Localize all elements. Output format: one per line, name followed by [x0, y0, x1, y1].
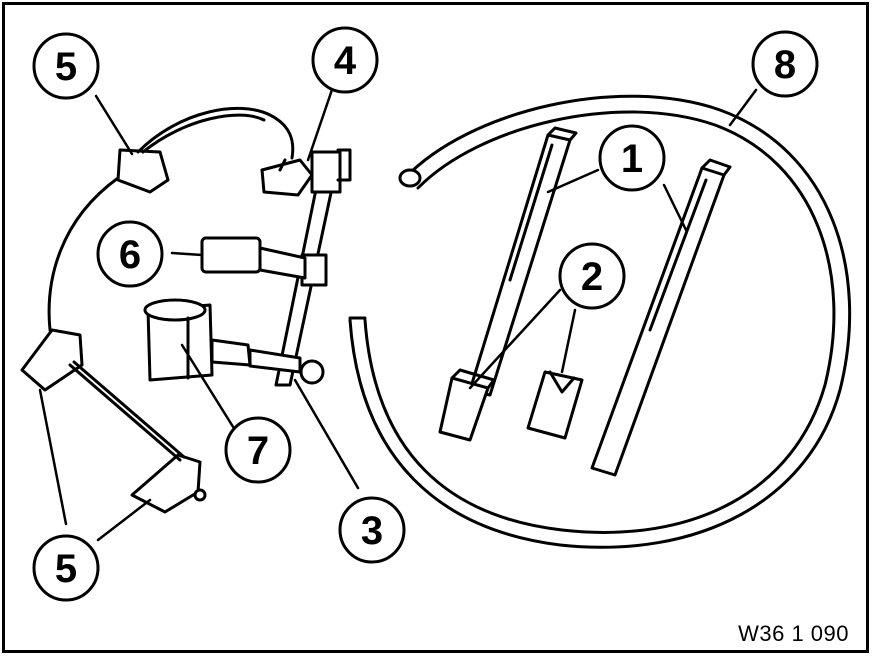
callout-5-bottom-label: 5	[55, 547, 77, 591]
nozzle-part-5-lower-left	[20, 176, 120, 392]
callout-3-label: 3	[361, 509, 383, 553]
callout-1-label: 1	[621, 137, 643, 181]
clip-part-4	[260, 158, 314, 197]
callout-8-circle	[751, 30, 819, 98]
leader-lines	[38, 76, 758, 542]
hose-part-8	[348, 94, 852, 549]
callout-6-label: 6	[119, 233, 141, 277]
callout-5-top-label: 5	[55, 45, 77, 89]
callout-8-label: 8	[774, 43, 796, 87]
callout-2-label: 2	[581, 255, 603, 299]
callout-5-top-circle	[32, 32, 100, 100]
connector-rod-part-3	[274, 148, 352, 387]
callout-4-circle	[311, 26, 379, 94]
callout-6-circle	[96, 220, 164, 288]
figure-code: W36 1 090	[738, 621, 849, 646]
end-cap-part-2-right	[526, 370, 584, 440]
callout-2-circle	[558, 242, 626, 310]
strip-part-1-right	[590, 158, 732, 477]
nozzle-part-5-top	[116, 106, 295, 194]
pump-part-7	[143, 298, 302, 382]
callout-4-label: 4	[334, 39, 357, 83]
callout-5-bottom-circle	[32, 534, 100, 602]
end-cap-part-2-left	[438, 368, 496, 442]
strip-part-1-left	[468, 126, 578, 397]
callout-7-label: 7	[247, 429, 269, 473]
connector-part-6	[200, 236, 307, 280]
callout-1-circle	[598, 124, 666, 192]
callout-3-circle	[338, 496, 406, 564]
nozzle-part-5-lower-right	[68, 360, 207, 514]
callout-7-circle	[224, 416, 292, 484]
